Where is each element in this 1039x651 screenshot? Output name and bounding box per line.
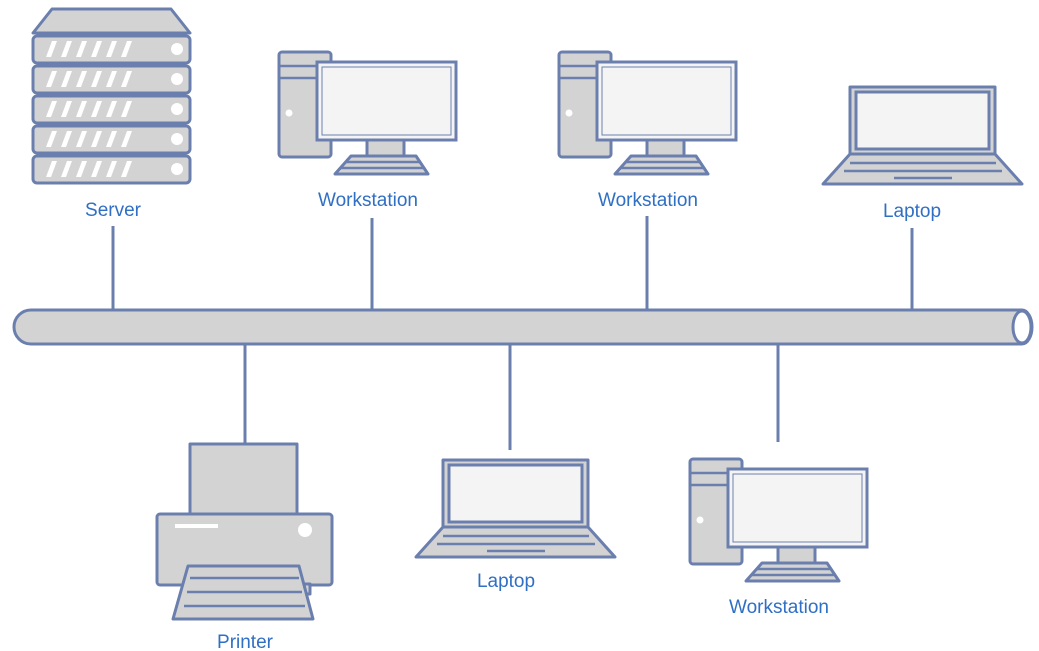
laptop-node-2: Laptop: [414, 458, 617, 592]
server-label: Server: [85, 200, 142, 221]
printer-icon: [155, 442, 334, 621]
laptop-icon: [821, 85, 1024, 186]
workstation-2-label: Workstation: [598, 190, 698, 211]
server-rack-icon: [31, 7, 192, 185]
workstation-node-3: Workstation: [688, 457, 869, 618]
connector-wires: [111, 216, 914, 450]
network-bus-pipe: [12, 308, 1034, 346]
workstation-node-1: Workstation: [277, 50, 458, 211]
printer-node: Printer: [155, 442, 334, 651]
server-node: Server: [31, 7, 192, 221]
desktop-computer-icon: [277, 50, 458, 176]
laptop-icon: [414, 458, 617, 559]
workstation-node-2: Workstation: [557, 50, 738, 211]
desktop-computer-icon: [688, 457, 869, 583]
workstation-1-label: Workstation: [318, 190, 418, 211]
laptop-node-1: Laptop: [821, 85, 1024, 222]
printer-label: Printer: [217, 632, 274, 651]
desktop-computer-icon: [557, 50, 738, 176]
laptop-1-label: Laptop: [883, 201, 941, 222]
laptop-2-label: Laptop: [477, 571, 535, 592]
workstation-3-label: Workstation: [729, 597, 829, 618]
